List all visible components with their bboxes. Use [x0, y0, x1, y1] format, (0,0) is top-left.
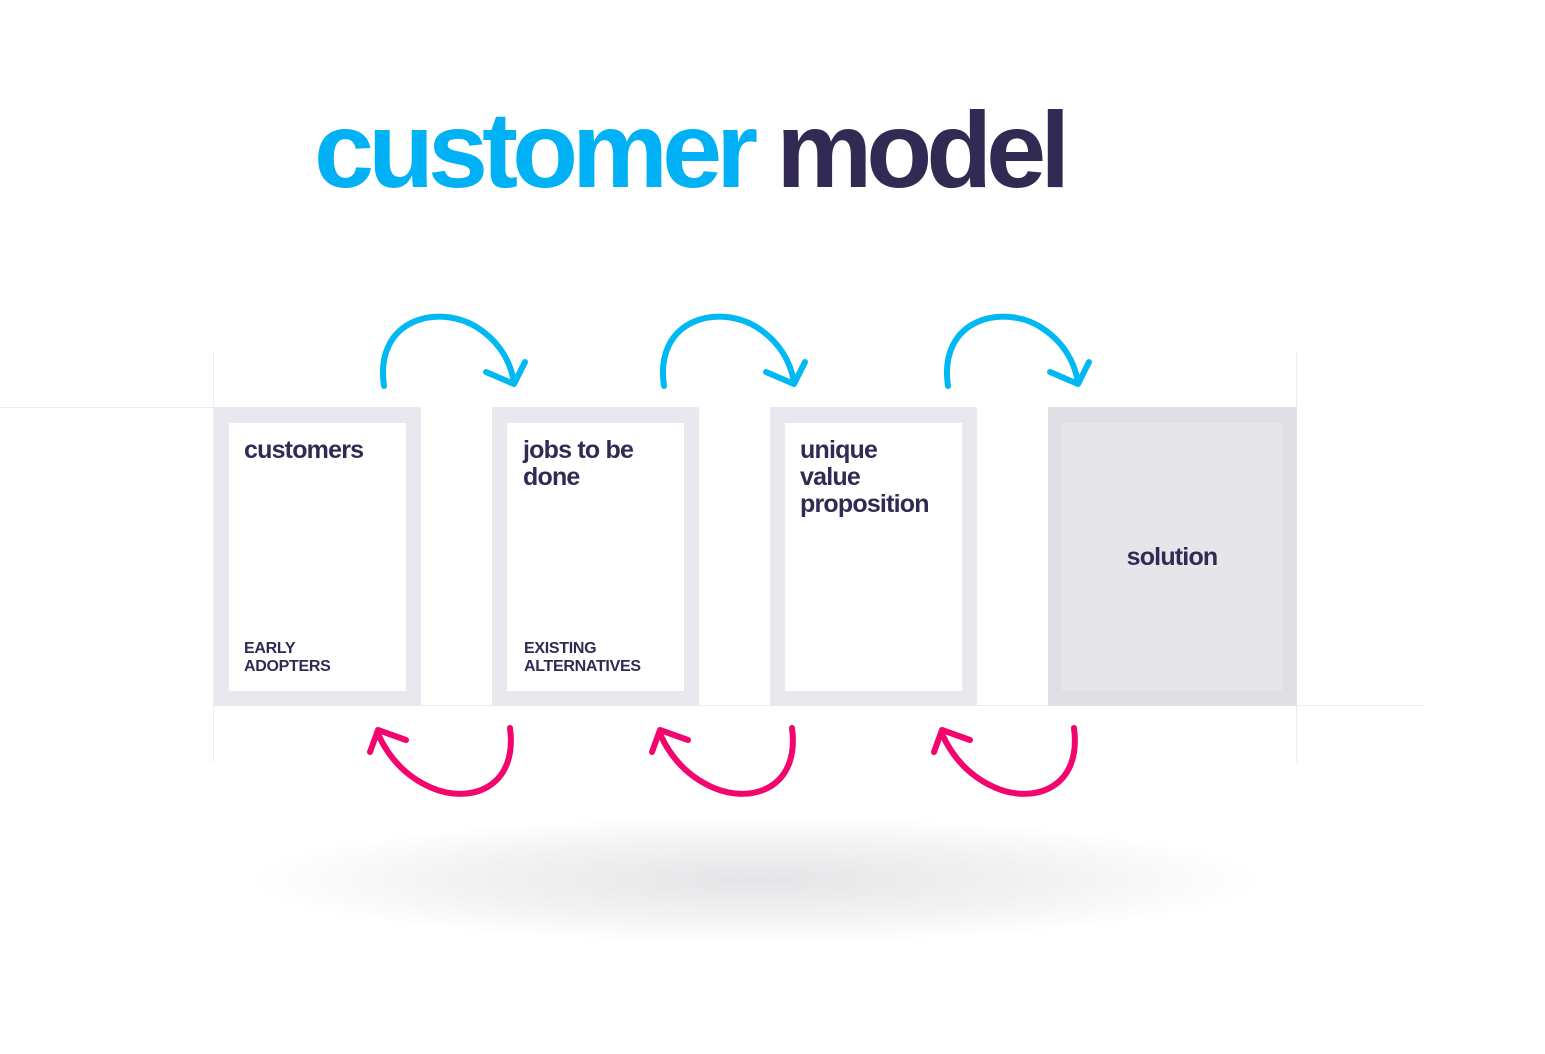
title-word-customer: customer	[314, 89, 758, 210]
card-uvp	[785, 423, 962, 691]
backward-arrow-1-icon	[367, 725, 514, 797]
card-solution	[1062, 423, 1282, 691]
card-customers	[229, 423, 406, 691]
card-customers-subtitle: EARLY ADOPTERS	[244, 640, 331, 675]
card-jobs	[507, 423, 684, 691]
guide-line-left	[213, 352, 214, 762]
backward-arrow-3-icon	[931, 725, 1078, 797]
forward-arrow-3-icon	[943, 313, 1092, 389]
backward-arrow-2-icon	[649, 725, 796, 797]
title-word-model: model	[776, 89, 1070, 210]
guide-line-top	[0, 407, 214, 408]
card-jobs-title: jobs to be done	[523, 436, 634, 491]
card-uvp-title: unique value proposition	[800, 436, 929, 518]
forward-arrow-1-icon	[379, 313, 528, 389]
page-title: customer model	[314, 96, 1070, 204]
diagram-shadow	[240, 815, 1270, 945]
card-solution-title: solution	[1126, 543, 1219, 571]
card-customers-title: customers	[244, 436, 364, 464]
card-jobs-subtitle: EXISTING ALTERNATIVES	[524, 640, 641, 675]
forward-arrow-2-icon	[659, 313, 808, 389]
